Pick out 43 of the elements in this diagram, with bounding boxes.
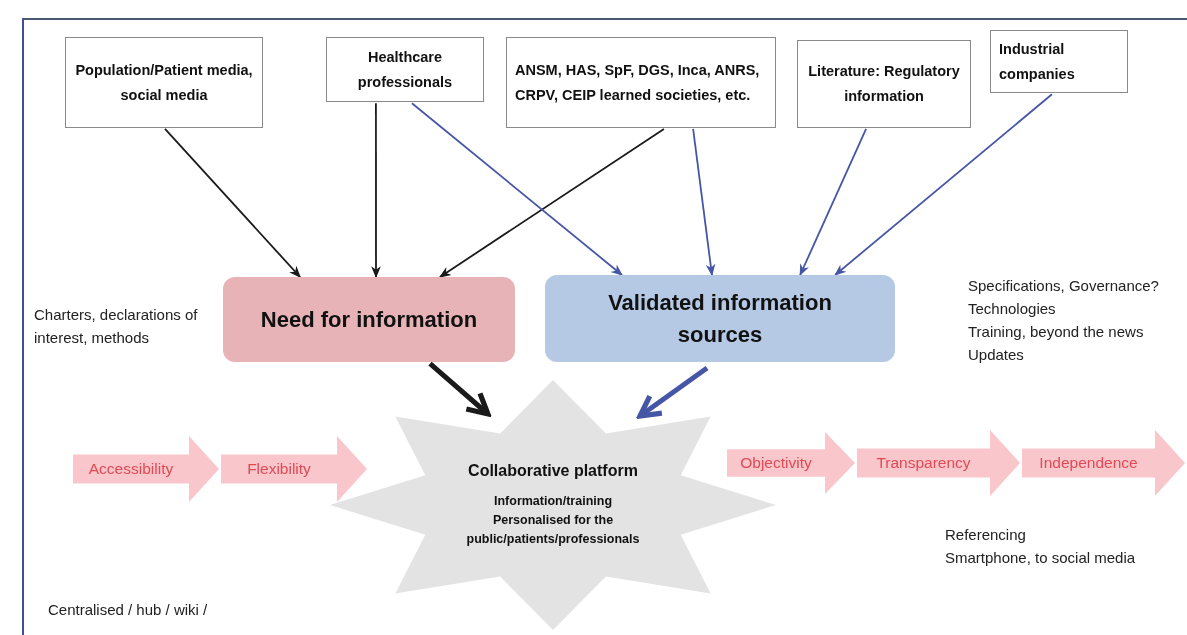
arrow: [411, 102, 623, 276]
arrow: [692, 128, 716, 277]
source-box: [990, 30, 1128, 93]
arrow-label: Transparency: [875, 454, 972, 472]
rounded-box: [545, 275, 895, 362]
arrow: [799, 127, 867, 277]
note-text: Smartphone, to social media: [945, 548, 1136, 568]
source-box: [506, 37, 776, 128]
box-title: Need for information: [259, 305, 479, 334]
note-text: Training, beyond the news: [968, 322, 1144, 342]
arrow: [438, 128, 665, 278]
arrow: [371, 102, 381, 279]
box-text: ANSM, HAS, SpF, DGS, Inca, ANRS, CRPV, CEIP learned societies, etc.: [515, 60, 761, 105]
box-text: Healthcare professionals: [356, 47, 454, 92]
arrow-label: Objectivity: [739, 454, 813, 472]
arrow-shape: [1022, 430, 1185, 496]
source-box: [326, 37, 484, 102]
box-text: Industrial companies: [999, 39, 1076, 84]
note-text: Charters, declarations of interest, methods: [34, 305, 199, 348]
arrow: [428, 361, 491, 417]
arrow-shape: [221, 436, 367, 502]
arrow-label: Flexibility: [246, 460, 312, 478]
note-text: Technologies: [968, 299, 1056, 319]
arrow: [164, 128, 301, 278]
arrow-shape: [73, 436, 219, 502]
star-text: Information/training Personalised for the public/patients/professionals: [465, 492, 641, 548]
box-title: Validated information sources: [607, 288, 833, 349]
note-text: Specifications, Governance?: [968, 276, 1159, 296]
arrow-shape: [857, 430, 1020, 496]
arrow: [637, 366, 709, 419]
rounded-box: [223, 277, 515, 362]
arrow-shape: [727, 432, 855, 494]
note-text: Referencing: [945, 525, 1026, 545]
note-text: Updates: [968, 345, 1024, 365]
source-box: [65, 37, 263, 128]
arrow: [834, 93, 1053, 276]
arrow-label: Accessibility: [87, 460, 175, 478]
note-text: Centralised / hub / wiki /: [48, 600, 208, 620]
star-title: Collaborative platform: [468, 461, 638, 480]
box-text: Literature: Regulatory information: [807, 62, 961, 106]
box-text: Population/Patient media, social media: [74, 60, 254, 105]
arrow-label: Independence: [1038, 454, 1139, 472]
source-box: [797, 40, 971, 128]
